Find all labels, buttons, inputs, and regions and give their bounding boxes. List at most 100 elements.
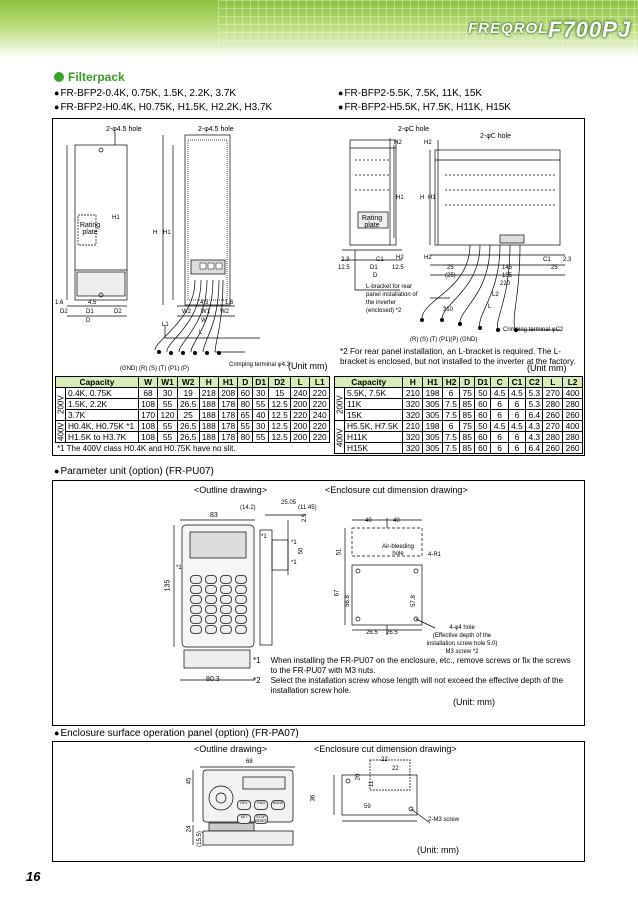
pu07-cut-dim-56-8: 56.8 bbox=[344, 595, 351, 607]
large-spec-cell: 6 bbox=[490, 409, 509, 421]
filterpack-note-1: *1 The 400V class H0.4K and H0.75K have … bbox=[57, 444, 236, 453]
large-spec-header-cell: C1 bbox=[507, 376, 527, 388]
large-spec-cell: 4.5 bbox=[490, 420, 509, 432]
left-dim-w1: W1 bbox=[201, 309, 210, 315]
large-spec-voltage-class: 200V bbox=[334, 387, 345, 421]
large-spec-cell: H5.5K, H7.5K bbox=[343, 420, 404, 432]
small-spec-cell: 188 bbox=[198, 420, 219, 432]
large-spec-voltage-class: 400V bbox=[334, 420, 345, 454]
large-spec-cell: 6 bbox=[507, 431, 527, 443]
pa07-key: STOP RESET bbox=[254, 814, 268, 824]
large-spec-cell: 270 bbox=[542, 387, 564, 399]
large-spec-cell: 320 bbox=[402, 398, 424, 410]
small-spec-cell: 55 bbox=[252, 431, 270, 443]
pa07-cut-dim-11: 11 bbox=[369, 780, 376, 788]
left-dim-l: L bbox=[199, 330, 203, 336]
large-spec-cell: H15K bbox=[343, 442, 404, 454]
small-spec-cell: 220 bbox=[309, 431, 330, 443]
large-spec-cell: 260 bbox=[562, 409, 583, 421]
large-spec-header-cell: L2 bbox=[562, 376, 583, 388]
right-dim-2-3a: 2.3 bbox=[341, 257, 350, 263]
pu07-key bbox=[235, 575, 247, 584]
small-spec-cell: 12.5 bbox=[268, 398, 292, 410]
pu07-key bbox=[220, 575, 232, 584]
large-spec-cell: 270 bbox=[542, 420, 564, 432]
small-spec-cell: 26.5 bbox=[176, 420, 200, 432]
pu07-key bbox=[220, 625, 232, 634]
small-spec-cell: 188 bbox=[198, 409, 219, 421]
small-spec-header-cell: L1 bbox=[309, 376, 330, 388]
small-spec-cell: 55 bbox=[157, 420, 178, 432]
small-spec-cell: 220 bbox=[309, 420, 330, 432]
small-spec-cell: 170 bbox=[137, 409, 159, 421]
small-spec-cell: 55 bbox=[252, 398, 270, 410]
right-model-line-1: FR-BFP2-5.5K, 7.5K, 11K, 15K bbox=[338, 88, 482, 99]
small-spec-cell: 19 bbox=[176, 387, 200, 399]
small-spec-cell: H1.5K to H3.7K bbox=[65, 431, 139, 443]
pa07-title: Enclosure surface operation panel (optio… bbox=[54, 728, 298, 739]
pa07-cut-dim-22b: 22 bbox=[392, 766, 399, 772]
right-unit-label: (Unit mm) bbox=[527, 363, 567, 373]
pu07-key bbox=[220, 615, 232, 624]
large-spec-cell: 305 bbox=[422, 442, 443, 454]
small-spec-cell: 178 bbox=[217, 398, 239, 410]
large-spec-header-cell: H2 bbox=[441, 376, 461, 388]
pu07-frame bbox=[52, 480, 585, 726]
pa07-key: MODE bbox=[271, 800, 285, 810]
pa07-outline-heading: <Outline drawing> bbox=[194, 744, 268, 754]
large-spec-cell: 7.5 bbox=[441, 398, 461, 410]
small-spec-cell: 1.5K, 2.2K bbox=[65, 398, 139, 410]
large-spec-header-cell: C bbox=[490, 376, 509, 388]
pu07-key bbox=[190, 575, 202, 584]
small-spec-cell: 80 bbox=[237, 398, 254, 410]
small-spec-header-cell: L bbox=[290, 376, 311, 388]
small-spec-cell: 208 bbox=[217, 387, 239, 399]
large-spec-cell: 50 bbox=[474, 387, 492, 399]
small-spec-cell: 240 bbox=[309, 409, 330, 421]
pa07-cut-dim-20: 20 bbox=[355, 773, 362, 781]
right-dim-h2-top: H2 bbox=[394, 140, 402, 146]
large-spec-cell: 305 bbox=[422, 409, 443, 421]
pu07-dim-2-5: 2.5 bbox=[302, 513, 309, 523]
large-spec-cell: 6 bbox=[490, 398, 509, 410]
right-dim-220: 220 bbox=[500, 281, 511, 287]
pu07-cut-dim-51: 51 bbox=[336, 548, 343, 556]
left-rating-plate-label: Rating plate bbox=[79, 222, 101, 236]
large-spec-cell: 280 bbox=[542, 398, 564, 410]
pu07-key bbox=[205, 605, 217, 614]
small-spec-voltage-class: 200V bbox=[55, 387, 66, 421]
pu07-dim-50: 50 bbox=[298, 547, 305, 555]
pu07-key bbox=[220, 605, 232, 614]
pu07-star-1c: *1 bbox=[291, 540, 297, 546]
small-spec-cell: 178 bbox=[217, 420, 239, 432]
small-spec-cell: 240 bbox=[290, 387, 311, 399]
large-spec-cell: 6 bbox=[507, 409, 527, 421]
pa07-dim-68: 68 bbox=[246, 759, 253, 765]
right-dim-h2-bot: H2 bbox=[396, 255, 404, 261]
banner-grid-pattern bbox=[218, 0, 638, 58]
pu07-cut-dim-26-5a: 26.5 bbox=[366, 630, 378, 636]
pa07-key: FWD bbox=[254, 800, 268, 810]
small-spec-cell: 12.5 bbox=[268, 420, 292, 432]
right-dim-195: 195 bbox=[502, 273, 513, 279]
right-model-line-2: FR-BFP2-H5.5K, H7.5K, H11K, H15K bbox=[338, 102, 511, 113]
large-spec-cell: 50 bbox=[474, 420, 492, 432]
small-spec-header-cell: H1 bbox=[217, 376, 239, 388]
large-spec-cell: 75 bbox=[459, 420, 476, 432]
small-spec-cell: 120 bbox=[157, 409, 178, 421]
pu07-outline-heading: <Outline drawing> bbox=[194, 485, 268, 495]
large-spec-cell: 260 bbox=[542, 409, 564, 421]
small-spec-cell: 108 bbox=[137, 431, 159, 443]
pu07-key bbox=[205, 585, 217, 594]
